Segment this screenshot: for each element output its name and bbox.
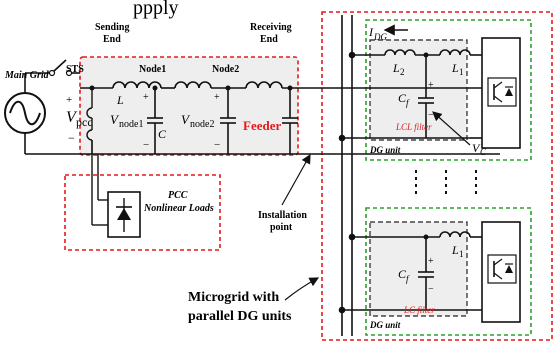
dg-unit-bottom-label: DG unit [369,320,401,330]
dc-bus-lines [341,15,353,336]
cf-capacitor-top [418,55,434,138]
feeder-line [80,81,500,89]
vc-symbol: V [472,141,481,155]
rectifier-load [107,191,141,238]
vpcc-plus: + [66,94,72,106]
capacitor-C-label: C [158,127,167,141]
cf-top-minus: − [428,110,434,121]
load-label-1: PCC [168,190,188,201]
l1-subscript: 1 [459,67,464,77]
dg-unit-top-label: DG unit [369,145,401,155]
sts-switch [48,59,80,77]
cf-top-symbol: C [398,91,407,105]
sine-wave-icon [9,100,41,126]
vc-subscript: C [480,147,487,157]
l2-subscript: 2 [400,67,405,77]
node1-label: Node1 [139,64,166,75]
microgrid-label-1: Microgrid with [188,290,279,305]
receiving-end-label-1: Receiving [250,22,292,33]
inductor-L-label: L [116,93,124,107]
installation-label-2: point [270,222,293,233]
capacitor-C [147,88,163,154]
feeder-inductor-2 [245,81,283,89]
feeder-box [79,56,299,156]
vnode1-minus: − [143,139,149,151]
lcl-filter-label: LCL filter [395,122,432,132]
cf-top-plus: + [428,80,434,91]
vnode1-subscript: node1 [119,119,143,130]
dg-unit-box-top [365,19,532,161]
lc-filter-box [369,221,468,317]
vnode2-symbol: V [181,112,191,127]
lc-filter-label: LC filter [403,305,435,315]
cf-bottom-subscript: f [406,274,410,284]
lcl-inductors [384,49,482,139]
microgrid-label-2: parallel DG units [188,309,292,324]
l1-symbol: L [451,61,459,75]
dg-unit-box-bottom [365,207,532,336]
vpcc-subscript: pcc [76,115,93,129]
l1-bottom-symbol: L [451,243,459,257]
installation-label-1: Installation [258,210,307,221]
capacitor-receiving [282,88,298,154]
idg-symbol: I [368,25,374,39]
l2-symbol: L [392,61,400,75]
vnode2-subscript: node2 [190,119,214,130]
header-fragment: ppply [133,0,179,19]
cf-bottom-plus: + [428,256,434,267]
vnode1-plus: + [143,92,149,103]
sending-end-label-1: Sending [95,22,129,33]
capacitor-node2 [220,88,236,154]
vnode2-minus: − [214,139,220,151]
vpcc-minus: − [68,131,75,145]
cf-bottom-symbol: C [398,267,407,281]
load-label-2: Nonlinear Loads [143,203,214,214]
cf-capacitor-bottom [418,237,434,310]
load-box [64,174,221,251]
main-grid-label: Main Grid [4,70,50,81]
lcl-filter-box [369,39,468,141]
ellipsis-dots [415,170,477,198]
feeder-label: Feeder [243,118,281,133]
vpcc-symbol: V [66,109,78,126]
node2-label: Node2 [212,64,239,75]
sts-label: STS [66,64,84,75]
vnode2-plus: + [214,92,220,103]
idg-subscript: DG [373,32,387,42]
feeder-inductor-1 [174,81,212,89]
microgrid-box [321,11,553,341]
inverter-top-icon [481,37,521,149]
cf-bottom-minus: − [428,284,434,295]
sending-end-label-2: End [103,34,121,45]
lc-inductor [385,231,482,311]
main-grid-source [4,72,500,155]
l1-bottom-subscript: 1 [459,249,464,259]
load-branch [86,107,108,226]
inverter-bottom-icon [481,221,521,323]
vnode1-symbol: V [110,112,120,127]
feeder-section [79,56,299,156]
receiving-end-label-2: End [260,34,278,45]
cf-top-subscript: f [406,98,410,108]
inductor-L [112,81,162,89]
